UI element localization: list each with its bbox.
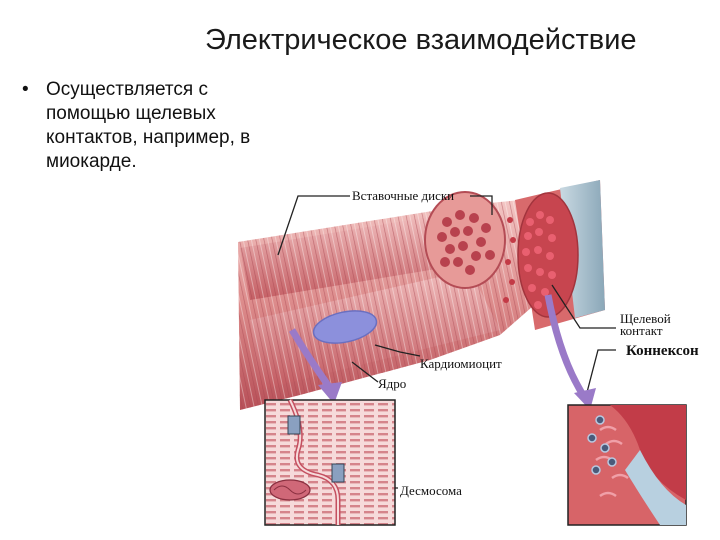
gap-junction-inset bbox=[567, 404, 687, 526]
label-intercalated-discs: Вставочные диски bbox=[352, 188, 455, 203]
label-desmosome: Десмосома bbox=[400, 483, 462, 498]
bullet-text: Осуществляется с помощью щелевых контакт… bbox=[46, 79, 251, 172]
label-connexon: Коннексон bbox=[626, 343, 699, 359]
label-gap-junction: Щелевой контакт bbox=[620, 311, 671, 338]
desmosome-inset bbox=[264, 398, 396, 526]
label-cardiomyocyte: Кардиомиоцит bbox=[420, 356, 502, 371]
fiber-end-cap bbox=[424, 191, 506, 289]
label-nucleus: Ядро bbox=[378, 376, 407, 391]
leader-lines bbox=[277, 195, 616, 489]
slide-title: Электрическое взаимодействие bbox=[205, 24, 637, 56]
gap-junction-tube bbox=[503, 180, 605, 330]
bullet-marker: • bbox=[22, 79, 29, 100]
nucleus-shape bbox=[312, 310, 378, 344]
arrow-to-desmosome-inset bbox=[288, 328, 342, 404]
